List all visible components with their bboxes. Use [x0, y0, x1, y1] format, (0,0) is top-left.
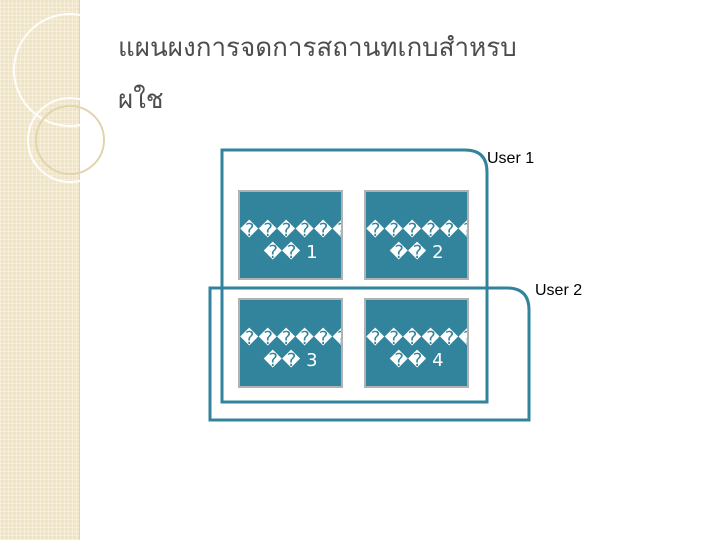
storage-box-3-line-2: �� 3 [263, 350, 318, 371]
storage-box-4-line-2: �� 4 [389, 350, 444, 371]
user-2-region-outline [208, 286, 531, 422]
decorative-circle-outer [13, 13, 127, 127]
storage-box-1-line-1: ������ [240, 220, 343, 241]
decorative-circle-inner [35, 105, 105, 175]
storage-box-1-line-2: �� 1 [263, 242, 318, 263]
storage-box-2-line-2: �� 2 [389, 242, 444, 263]
storage-box-3: ������ �� 3 [238, 298, 343, 388]
user-2-label: User 2 [535, 282, 583, 299]
storage-box-2-line-1: ������ [366, 220, 469, 241]
user-1-label: User 1 [487, 150, 535, 167]
storage-box-4: ������ �� 4 [364, 298, 469, 388]
storage-box-4-line-1: ������ [366, 328, 469, 349]
decorative-circles [13, 13, 127, 183]
storage-box-3-line-1: ������ [240, 328, 343, 349]
storage-box-2: ������ �� 2 [364, 190, 469, 280]
decorative-circle-lower [27, 97, 113, 183]
storage-box-1: ������ �� 1 [238, 190, 343, 280]
slide-title-line-1: แผนผงการจดการสถานทเกบสำหรบ [118, 33, 517, 63]
slide-title: แผนผงการจดการสถานทเกบสำหรบ ผใช [118, 22, 678, 126]
user-1-region-outline [220, 148, 489, 404]
decorative-side-strip [0, 0, 80, 540]
slide-title-line-2: ผใช [118, 85, 164, 115]
